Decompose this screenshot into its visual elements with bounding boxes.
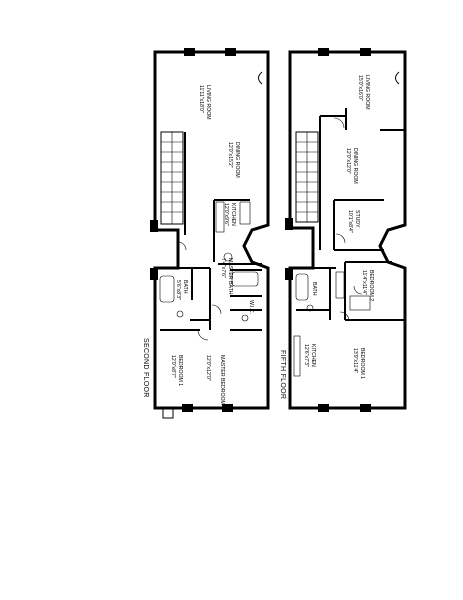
door-swing [211,304,222,315]
room-name: STUDY [354,210,360,228]
window [222,404,233,412]
room-dims: 12'0"x12'0" [205,355,211,381]
room-name: W.I.C. [248,300,254,314]
room-dims: 11'11"x18'0" [198,85,204,113]
fireplace [258,71,263,85]
room-label: MASTER BATH 7'4"x7'6" [220,258,233,295]
room-label: LIVING ROOM 11'11"x18'0" [198,85,211,120]
door-swing [335,233,346,244]
toilet [176,310,184,318]
kitchen-counter [239,201,251,225]
kitchen-counter [215,201,225,233]
interior-walls [160,132,262,331]
door-swing [197,329,209,341]
room-label: KITCHEN 12'0"x9'6" [223,203,236,226]
room-name: BEDROOM 1 [177,355,183,386]
room-name: MASTER BEDROOM [219,355,225,405]
window [285,218,293,230]
door-swing [333,117,345,129]
window [225,48,236,56]
room-label: KITCHEN 12'6"x7'3" [303,344,316,367]
floor-caption: FIFTH FLOOR [279,350,286,399]
toilet [306,304,314,312]
room-dims: 12'0"x8'7" [170,355,176,378]
sink [223,252,233,262]
room-name: DINING ROOM [352,148,358,184]
bathtub [159,275,175,303]
outer-wall [288,50,407,410]
door-swing [339,311,350,322]
window [182,404,193,412]
window [285,268,293,280]
window [318,48,329,56]
room-label: BEDROOM 2 11'4"x11'4" [361,270,374,301]
room-dims: 12'6"x7'3" [303,344,309,367]
room-dims: 12'0"x12'0" [345,148,351,174]
room-dims: 13'9"x11'4" [352,348,358,373]
room-label: STUDY 10'1"x8'4" [347,210,360,233]
room-label: MASTER BEDROOM 12'0"x12'0" [205,355,225,405]
door-swing [353,285,363,295]
room-label: BEDROOM 1 13'9"x11'4" [352,348,365,379]
floor-caption: SECOND FLOOR [142,338,149,398]
room-name: BEDROOM 1 [359,348,365,379]
closet [335,271,345,299]
room-label: BEDROOM 1 12'0"x8'7" [170,355,183,386]
window [150,268,158,280]
second-floor-plan: LIVING ROOM 11'11"x18'0" DINING ROOM 12'… [142,48,270,419]
stair-treads [296,132,318,222]
bathtub [295,273,309,301]
room-label: DINING ROOM 12'0"x12'0" [345,148,358,184]
room-name: BEDROOM 2 [368,270,374,301]
room-label: LIVING ROOM 15'0"x16'0" [357,75,370,110]
room-name: MASTER BATH [227,258,233,295]
room-name: LIVING ROOM [205,85,211,120]
room-dims: 10'1"x8'4" [347,210,353,233]
room-name: KITCHEN [310,344,316,367]
room-label: BATH 5'6"x8'3" [175,280,188,300]
room-label: DINING ROOM 12'0"x15'2" [227,142,240,178]
room-label: W.I.C. [248,300,254,314]
room-dims: 15'0"x16'0" [357,75,363,101]
window [318,404,329,412]
room-dims: 7'4"x7'6" [220,258,226,278]
interior-walls [296,108,405,321]
room-name: DINING ROOM [234,142,240,178]
room-dims: 12'0"x9'6" [223,203,229,226]
toilet [241,314,249,322]
closet [349,295,371,311]
fifth-floor-plan: LIVING ROOM 15'0"x16'0" DINING ROOM 12'0… [279,48,407,412]
room-label: BATH [311,282,317,296]
room-dims: 12'0"x15'2" [227,142,233,168]
room-name: KITCHEN [230,203,236,226]
kitchen-counter [293,335,301,377]
room-dims: 11'4"x11'4" [361,270,367,295]
bathtub [231,271,259,287]
outer-wall [153,50,270,410]
door-swing [177,241,187,251]
stair-treads [161,132,183,224]
entry-step [162,407,174,419]
room-name: BATH [182,280,188,294]
window [360,404,371,412]
window [184,48,195,56]
window [150,220,158,232]
fireplace [395,71,400,85]
room-dims: 5'6"x8'3" [175,280,181,300]
window [360,48,371,56]
room-name: LIVING ROOM [364,75,370,110]
room-name: BATH [311,282,317,296]
